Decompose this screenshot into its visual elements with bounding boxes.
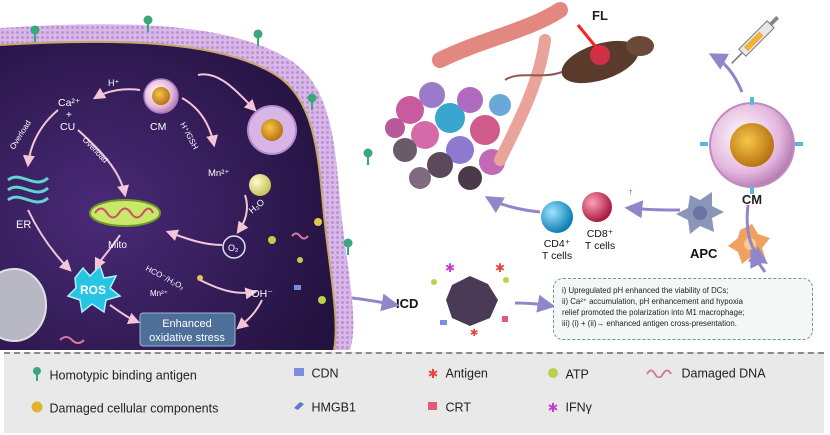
ifn-icon: ✱	[547, 401, 559, 416]
legend-panel: Homotypic binding antigen Damaged cellul…	[4, 352, 824, 433]
damaged-dna-icon	[644, 366, 678, 381]
svg-text:✱: ✱	[445, 261, 455, 275]
note-line-4: iii) (i) + (ii)→ enhanced antigen cross-…	[562, 319, 737, 328]
ca-label: Ca²⁺	[58, 97, 81, 109]
intracellular-molecules	[59, 218, 326, 344]
cm-inner-label: CM	[150, 121, 166, 133]
mitochondrion	[89, 199, 161, 227]
enhanced-label-2: oxidative stress	[149, 332, 225, 344]
cm-nanoparticle	[700, 97, 803, 194]
apc-cell	[676, 192, 724, 234]
ros-label: ROS	[80, 283, 106, 297]
plus-label: +	[66, 110, 72, 121]
flow-arrows	[351, 53, 768, 313]
crt-icon	[424, 400, 442, 415]
atp-up-marker: ↑	[628, 187, 633, 198]
mechanism-note-box: i) Upregulated pH enhanced the viability…	[553, 278, 813, 340]
svg-text:✱: ✱	[495, 261, 505, 275]
o2-bubble	[222, 235, 246, 259]
fl-label: FL	[592, 8, 608, 23]
syringe-icon	[731, 15, 780, 64]
legend-hmgb1: HMGB1	[290, 400, 356, 415]
legend-cdn-label: CDN	[311, 366, 339, 381]
tumor-cell	[0, 24, 354, 350]
tumor-cluster	[385, 82, 511, 190]
note-line-3: relief promoted the polarization into M1…	[562, 308, 745, 317]
antigen-icon: ✱	[427, 367, 439, 382]
oh-label: ·OH⁻	[248, 288, 273, 300]
endocytosis-particle	[247, 105, 297, 155]
legend-ifn-label: IFNγ	[565, 400, 592, 415]
mn2-label: Mn²⁺	[150, 289, 168, 298]
legend-homotypic: Homotypic binding antigen	[28, 366, 197, 385]
mn-sphere	[249, 174, 271, 196]
hmgb1-icon	[290, 400, 308, 415]
atp-icon	[544, 366, 562, 383]
homotypic-antigen-icon	[28, 366, 46, 385]
er-label: ER	[16, 219, 31, 231]
cd8-label-1: CD8⁺	[587, 228, 614, 240]
mito-label: Mito	[108, 240, 127, 251]
legend-hmgb1-label: HMGB1	[311, 400, 356, 415]
cdn-icon	[290, 366, 308, 381]
legend-damaged-components: Damaged cellular components	[28, 400, 218, 417]
legend-damaged-dna-label: Damaged DNA	[681, 366, 766, 381]
note-line-1: i) Upregulated pH enhanced the viability…	[562, 286, 729, 295]
legend-cdn: CDN	[290, 366, 339, 381]
cd8-label-2: T cells	[585, 240, 615, 252]
legend-antigen: ✱ Antigen	[424, 366, 488, 382]
legend-homotypic-label: Homotypic binding antigen	[49, 368, 197, 383]
h-plus-label: H⁺	[108, 78, 119, 88]
legend-crt-label: CRT	[445, 400, 471, 415]
legend-damaged-dna: Damaged DNA	[644, 366, 766, 381]
dying-cell: ✱ ✱ ✱	[431, 261, 509, 339]
icd-label: ICD	[396, 296, 418, 311]
mn-label: Mn²⁺	[208, 168, 229, 179]
enhanced-oxidative-stress-box	[139, 312, 236, 347]
enhanced-label-1: Enhanced	[162, 318, 212, 330]
er-organelle	[7, 175, 50, 204]
cu-label: CU	[60, 121, 75, 133]
ros-burst	[66, 264, 122, 314]
legend-ifn: ✱ IFNγ	[544, 400, 592, 416]
reaction-arrows	[22, 73, 263, 330]
legend-atp: ATP	[544, 366, 589, 383]
homotypic-antigen-markers	[30, 15, 373, 255]
legend-crt: CRT	[424, 400, 471, 415]
damaged-components-icon	[28, 400, 46, 417]
right-labels: CD4⁺ T cells CD8⁺ T cells APC ICD	[396, 228, 718, 311]
cm-particle-inner	[143, 78, 179, 114]
legend-damaged-components-label: Damaged cellular components	[49, 401, 219, 416]
legend-atp-label: ATP	[565, 367, 589, 382]
cd8-cell	[582, 192, 612, 222]
cm-label: CM	[742, 192, 762, 207]
svg-text:✱: ✱	[470, 328, 478, 339]
cd4-label-2: T cells	[542, 250, 572, 262]
legend-antigen-label: Antigen	[445, 366, 488, 381]
cd4-label-1: CD4⁺	[544, 238, 571, 250]
apc-label: APC	[690, 246, 718, 261]
mouse-icon	[504, 24, 654, 84]
note-line-2: ii) Ca²⁺ accumulation, pH enhancement an…	[562, 297, 743, 306]
o2-label: O₂	[228, 243, 239, 253]
blood-vessel	[432, 2, 568, 166]
mechanism-diagram: H⁺ Ca²⁺ + CU Overload Overload CM H⁺/GSH…	[0, 2, 803, 350]
cd4-cell	[541, 201, 573, 233]
nucleus	[0, 268, 47, 342]
